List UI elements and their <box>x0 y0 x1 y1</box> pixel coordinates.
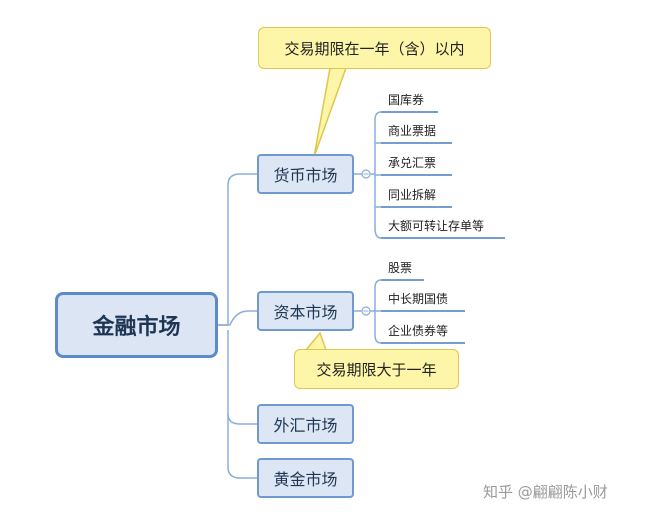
callout-pointer-capital <box>304 331 328 351</box>
root-to-money-line <box>218 173 257 326</box>
branch-gold-market[interactable]: 黄金市场 <box>257 458 354 498</box>
leaf-stocks[interactable]: 股票 <box>388 261 413 275</box>
root-node[interactable]: 金融市场 <box>55 292 218 358</box>
money-child-spine <box>374 111 382 239</box>
callout-money-term: 交易期限在一年（含）以内 <box>258 27 491 69</box>
leaf-large-cds[interactable]: 大额可转让存单等 <box>388 219 485 233</box>
leaf-interbank-lending[interactable]: 同业拆解 <box>388 188 437 202</box>
root-to-gold-line <box>227 414 257 479</box>
leaf-acceptance-bills[interactable]: 承兑汇票 <box>388 156 437 170</box>
leaf-medium-long-bonds[interactable]: 中长期国债 <box>388 292 449 306</box>
watermark: 知乎 @翩翩陈小财 <box>483 483 608 501</box>
leaf-commercial-paper[interactable]: 商业票据 <box>388 124 437 138</box>
root-to-capital-line <box>218 310 257 326</box>
leaf-treasury-bills[interactable]: 国库券 <box>388 93 425 107</box>
branch-money-market[interactable]: 货币市场 <box>257 154 354 194</box>
branch-forex-market[interactable]: 外汇市场 <box>257 404 354 444</box>
branch-capital-market[interactable]: 资本市场 <box>257 291 354 331</box>
root-to-forex-line <box>227 330 257 425</box>
callout-capital-term: 交易期限大于一年 <box>294 349 459 389</box>
leaf-corporate-bonds[interactable]: 企业债券等 <box>388 324 449 338</box>
callout-pointer-money <box>313 67 348 158</box>
